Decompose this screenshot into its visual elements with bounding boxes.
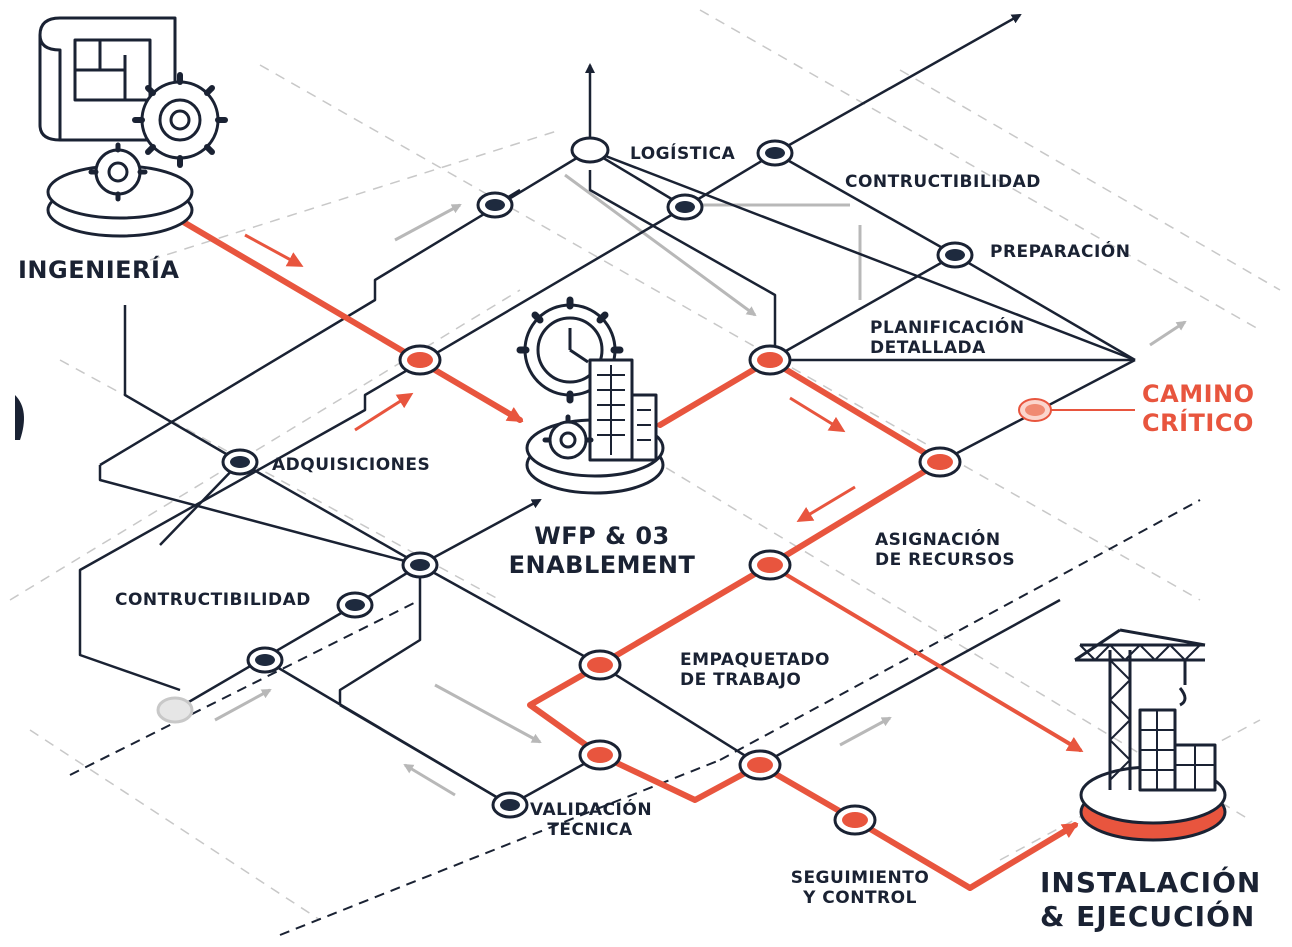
label-camino-critico: CAMINO CRÍTICO [1142, 380, 1255, 438]
node-validacion [491, 791, 529, 819]
label-validacion-line2: TECNICA [547, 820, 633, 841]
label-contructibilidad-left: CONTRUCTIBILIDAD [115, 590, 311, 610]
red-nodes [398, 344, 962, 836]
label-wfp-line2: ENABLEMENT [508, 550, 696, 579]
label-empaquetado: EMPAQUETADO DE TRABAJO [680, 650, 830, 691]
label-empaquetado-line1: EMPAQUETADO [680, 650, 830, 670]
label-planificacion: PLANIFICACIÓN DETALLADA [870, 318, 1025, 359]
label-camino-line1: CAMINO [1142, 380, 1255, 408]
label-wfp-enablement: WFP & 03 ENABLEMENT [492, 522, 712, 580]
node-adquisiciones [221, 448, 259, 476]
node-critical-1 [398, 344, 442, 376]
node-logistica-hub [570, 136, 610, 164]
label-instalacion-line1: INSTALACIÓN [1040, 866, 1262, 899]
node-logistica [756, 139, 794, 167]
node-empaquetado [578, 649, 622, 681]
clock-gear-building-icon [516, 296, 665, 495]
node-preparacion [936, 241, 974, 269]
label-asignacion-line2: DE RECURSOS [875, 550, 1016, 571]
node-logistica-2 [666, 193, 704, 221]
ground-dash-lines [69, 499, 1201, 936]
gray-flow-arrows [214, 173, 1187, 797]
node-faded [156, 696, 194, 724]
label-adquisiciones: ADQUISICIONES [272, 455, 431, 475]
label-asignacion: ASIGNACIÓN DE RECURSOS [875, 530, 1015, 571]
node-contructibilidad-left [336, 591, 374, 619]
label-ingenieria: INGENIERÍA [18, 256, 180, 284]
label-wfp-line1: WFP & 03 [534, 522, 670, 550]
label-validacion: VALIDACIÓN TECNICA [530, 800, 653, 841]
label-empaquetado-line2: DE TRABAJO [680, 670, 802, 691]
label-planificacion-line1: PLANIFICACIÓN [870, 318, 1025, 338]
dark-nodes [221, 136, 974, 819]
label-seguimiento-line1: SEGUIMIENTO [790, 868, 930, 888]
blueprint-gears-icon [38, 16, 228, 238]
label-logistica: LOGÍSTICA [630, 144, 736, 164]
node-lower-left [246, 646, 284, 674]
label-instalacion-line2: & EJECUCIÓN [1040, 899, 1256, 933]
label-asignacion-line1: ASIGNACIÓN [875, 530, 1001, 550]
label-preparacion: PREPARACIÓN [990, 242, 1131, 262]
node-seguimiento [833, 804, 877, 836]
crane-building-icon [1074, 628, 1227, 842]
label-camino-line2: CRÍTICO [1142, 408, 1254, 437]
label-seguimiento-line2: Y CONTROL [803, 888, 917, 909]
label-planificacion-line2: DETALLADA [870, 338, 986, 359]
node-planificacion [748, 344, 792, 376]
partial-mark [15, 395, 24, 440]
critical-direction-arrows [244, 233, 856, 523]
node-hub-center-left [401, 551, 439, 579]
node-critical-lower [578, 739, 622, 771]
label-seguimiento: SEGUIMIENTO Y CONTROL [780, 868, 940, 909]
node-camino-critico-legend [1018, 398, 1052, 422]
node-asignacion [748, 549, 792, 581]
node-upper-left [476, 191, 514, 219]
label-instalacion: INSTALACIÓN & EJECUCIÓN [1040, 866, 1261, 933]
node-critical-mid [738, 749, 782, 781]
label-validacion-line1: VALIDACIÓN [530, 800, 653, 820]
node-critical-right [918, 446, 962, 478]
label-contructibilidad-top: CONTRUCTIBILIDAD [845, 172, 1041, 192]
